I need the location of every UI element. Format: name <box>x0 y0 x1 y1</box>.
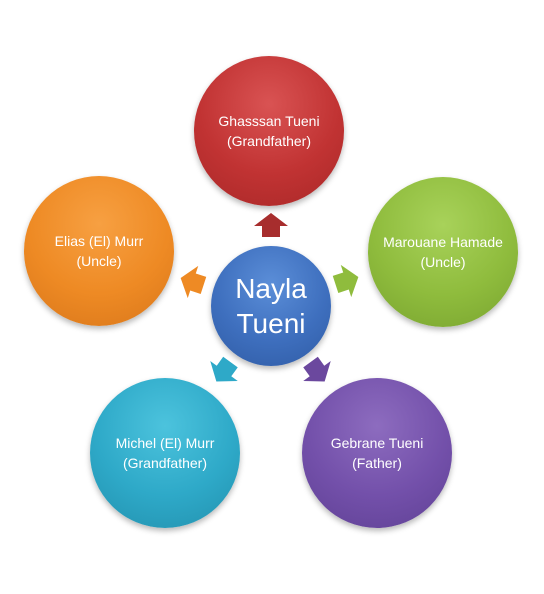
arrow-to-bottom-left <box>210 356 238 382</box>
center-label: Nayla Tueni <box>235 273 307 339</box>
arrow-to-left <box>180 265 207 299</box>
node-label: Marouane Hamade (Uncle) <box>383 234 503 270</box>
node-label: Gebrane Tueni (Father) <box>330 435 424 471</box>
node-michel-el-murr: Michel (El) Murr (Grandfather) <box>90 378 240 528</box>
node-ghassan-tueni: Ghasssan Tueni (Grandfather) <box>194 56 344 206</box>
center-node-nayla-tueni: Nayla Tueni <box>211 246 331 366</box>
node-label: Elias (El) Murr (Uncle) <box>54 233 144 269</box>
node-elias-el-murr: Elias (El) Murr (Uncle) <box>24 176 174 326</box>
arrow-to-top <box>254 213 288 237</box>
node-label: Ghasssan Tueni (Grandfather) <box>218 113 320 149</box>
node-marouane-hamade: Marouane Hamade (Uncle) <box>368 177 518 327</box>
arrow-to-bottom-right <box>303 356 331 382</box>
node-label: Michel (El) Murr (Grandfather) <box>115 435 215 471</box>
arrow-to-right <box>332 264 359 298</box>
node-gebrane-tueni: Gebrane Tueni (Father) <box>302 378 452 528</box>
